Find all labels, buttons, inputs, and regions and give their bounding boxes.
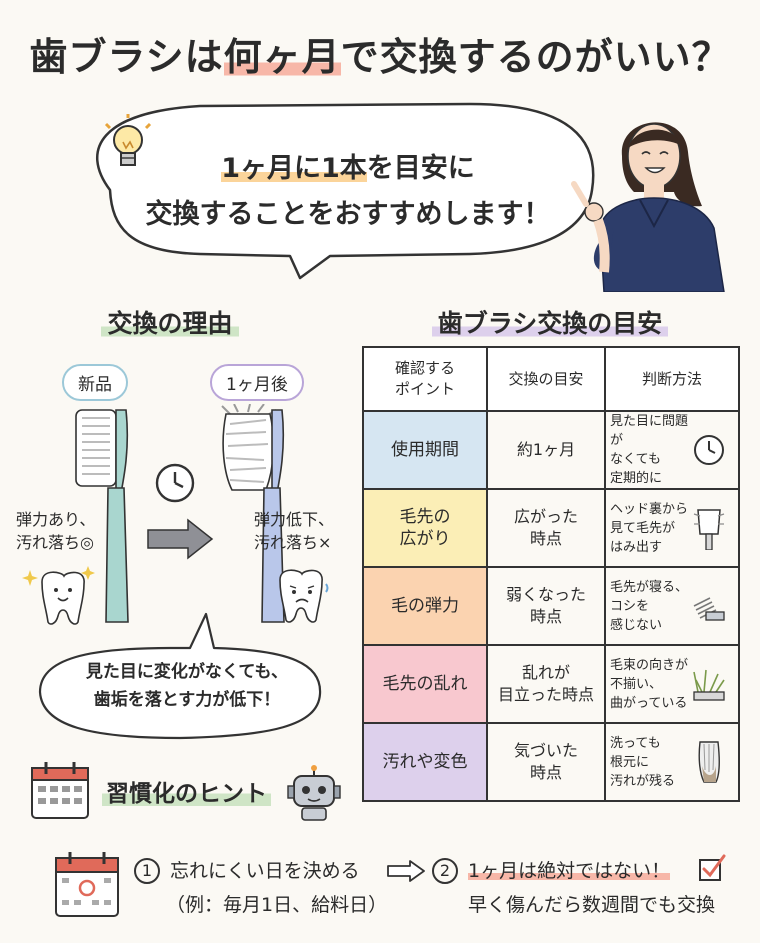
timing-text: 弱くなった 時点 (505, 585, 586, 626)
point-cell: 汚れや変色 (362, 722, 488, 802)
reason-speech-bubble (38, 612, 322, 740)
reasons-heading-wrap: 交換の理由 (0, 304, 340, 340)
after-note: 弾力低下、 汚れ落ち× (254, 508, 334, 554)
method-cell: 毛束の向きが 不揃い、 曲がっている (604, 644, 740, 724)
point-text: 汚れや変色 (382, 752, 468, 772)
method-cell: 見た目に問題が なくても 定期的に (604, 410, 740, 490)
table-header-row: 確認する ポイント 交換の目安 判断方法 (362, 346, 740, 412)
clock-icon (155, 463, 195, 503)
timing-text: 気づいた 時点 (513, 741, 578, 782)
bubble-message: 1ヶ月に1本を目安に 交換することをおすすめします！ (138, 146, 558, 238)
title-highlight: 何ヶ月 (223, 35, 341, 79)
lightbulb-icon (104, 114, 152, 166)
method-text: 毛束の向きが 不揃い、 曲がっている (610, 657, 689, 711)
after-label: 1ヶ月後 (210, 364, 304, 401)
method-cell: 洗っても 根元に 汚れが残る (604, 722, 740, 802)
table-row: 毛先の 広がり 広がった 時点ヘッド裏から 見て毛先が はみ出す (362, 488, 740, 568)
point-cell: 毛先の 広がり (362, 488, 488, 568)
point-cell: 毛の弾力 (362, 566, 488, 646)
step1-sub: （例：毎月1日、給料日） (166, 894, 388, 916)
table-row: 毛の弾力 弱くなった 時点毛先が寝る、 コシを 感じない (362, 566, 740, 646)
old-toothbrush (221, 404, 285, 623)
bubble-highlight: 1ヶ月に1本 (221, 153, 367, 184)
step2-title-wrap: 1ヶ月は絶対ではない！ (468, 856, 671, 883)
timing-cell: 気づいた 時点 (486, 722, 606, 802)
bristles-messy-icon (692, 662, 726, 706)
timing-cell: 乱れが 目立った時点 (486, 644, 606, 724)
new-toothbrush (75, 409, 129, 623)
guide-heading-wrap: 歯ブラシ交換の目安 (362, 304, 738, 340)
method-text: 毛先が寝る、 コシを 感じない (610, 579, 689, 633)
step-arrow-icon (387, 860, 425, 882)
guide-table: 確認する ポイント 交換の目安 判断方法 使用期間 約1ヶ月 見た目に問題が なくて… (362, 346, 740, 802)
page-title: 歯ブラシは何ヶ月で交換するのがいい？ (0, 26, 760, 81)
method-cell: 毛先が寝る、 コシを 感じない (604, 566, 740, 646)
title-text-pre: 歯ブラシは (29, 35, 224, 79)
clock-icon (692, 428, 726, 472)
new-note: 弾力あり、 汚れ落ち◎ (16, 508, 95, 554)
bubble-line1: を目安に (366, 153, 475, 184)
bristles-flat-icon (692, 584, 726, 628)
arrow-right-icon (147, 518, 214, 560)
method-text: 洗っても 根元に 汚れが残る (610, 735, 676, 789)
dirty-root-icon (692, 740, 726, 784)
reasons-title: 交換の理由 (101, 309, 239, 338)
reason-speech-line1: 見た目に変化がなくても、 (85, 662, 289, 682)
point-text: 毛先の 広がり (399, 507, 451, 549)
step1-number: 1 (134, 858, 160, 884)
point-text: 使用期間 (391, 440, 459, 460)
timing-text: 乱れが 目立った時点 (497, 663, 594, 704)
step2-sub: 早く傷んだら数週間でも交換 (468, 894, 716, 916)
robot-icon (287, 765, 341, 821)
after-note-line1: 弾力低下、 (254, 510, 335, 529)
timing-text: 約1ヶ月 (516, 440, 576, 459)
title-text-post: で交換するのがいい？ (340, 35, 731, 79)
table-row: 使用期間 約1ヶ月 見た目に問題が なくても 定期的に (362, 410, 740, 490)
timing-cell: 約1ヶ月 (486, 410, 606, 490)
after-note-line2: 汚れ落ち× (254, 533, 332, 552)
hints-title: 習慣化のヒント (102, 774, 271, 808)
point-text: 毛の弾力 (391, 596, 459, 616)
method-text: ヘッド裏から 見て毛先が はみ出す (610, 501, 689, 555)
timing-cell: 弱くなった 時点 (486, 566, 606, 646)
brush-back-icon (692, 506, 726, 551)
guide-title: 歯ブラシ交換の目安 (431, 309, 669, 338)
reason-speech-text: 見た目に変化がなくても、 歯垢を落とす力が低下！ (52, 658, 322, 714)
method-text: 見た目に問題が なくても 定期的に (610, 414, 689, 486)
header-timing: 交換の目安 (486, 346, 606, 412)
checkbox-checked-icon (699, 854, 726, 881)
header-point: 確認する ポイント (362, 346, 488, 412)
table-row: 毛先の乱れ 乱れが 目立った時点毛束の向きが 不揃い、 曲がっている (362, 644, 740, 724)
sad-tooth-icon (279, 569, 329, 623)
point-text: 毛先の乱れ (382, 674, 468, 694)
step1-title: 忘れにくい日を決める (170, 860, 360, 882)
bubble-line2: 交換することをおすすめします！ (145, 199, 551, 230)
timing-text: 広がった 時点 (513, 507, 578, 548)
point-cell: 使用期間 (362, 410, 488, 490)
calendar-icon (31, 762, 89, 819)
reason-speech-line2: 歯垢を落とす力が低下！ (93, 690, 281, 710)
step2-title: 1ヶ月は絶対ではない！ (468, 860, 671, 882)
new-note-line2: 汚れ落ち◎ (16, 533, 94, 552)
method-cell: ヘッド裏から 見て毛先が はみ出す (604, 488, 740, 568)
timing-cell: 広がった 時点 (486, 488, 606, 568)
new-label: 新品 (62, 364, 128, 401)
table-row: 汚れや変色 気づいた 時点洗っても 根元に 汚れが残る (362, 722, 740, 802)
dentist-illustration (571, 122, 725, 292)
speech-bubble (95, 102, 595, 280)
point-cell: 毛先の乱れ (362, 644, 488, 724)
calendar-reminder-icon (55, 852, 119, 917)
header-method: 判断方法 (604, 346, 740, 412)
step2-number: 2 (432, 858, 458, 884)
happy-tooth-icon (22, 566, 95, 625)
new-note-line1: 弾力あり、 (16, 510, 96, 529)
